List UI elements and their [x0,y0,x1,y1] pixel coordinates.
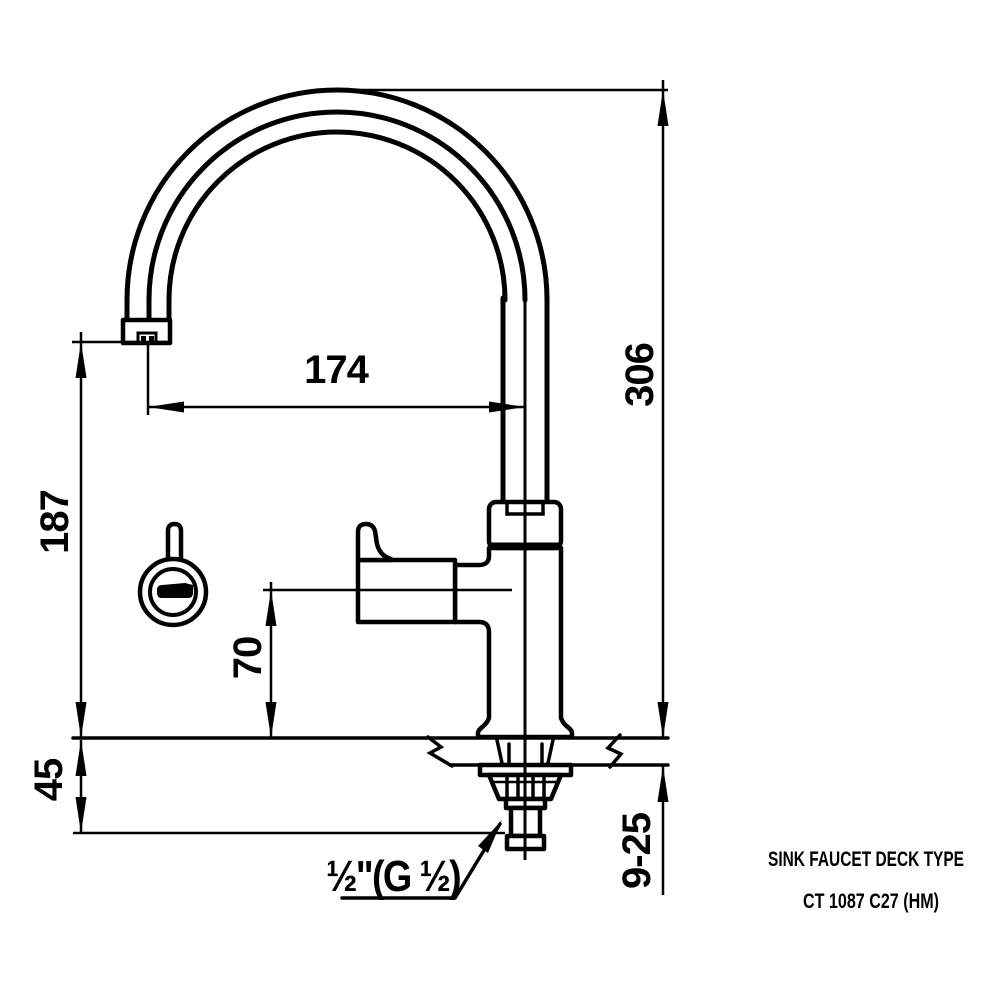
deck-break-right [605,733,624,769]
dim-187-arrow-bottom [75,702,87,738]
handle-lever [355,521,394,563]
dim-label-spout-tip-height: 187 [33,490,77,554]
spout-middle-arc [146,109,528,303]
dim-925-arrow [657,766,669,802]
spout-inner-arc [166,129,508,303]
dim-label-overall-height: 306 [618,343,662,407]
dim-label-deck-thickness: 9-25 [615,812,659,889]
faucet-body [452,545,575,740]
spout-outer-arc [124,87,550,303]
thread-size-label: ½"(G ½) [326,852,460,901]
thread-leader-arrow [478,820,502,853]
aerator-slot-left [141,336,146,341]
handle-top-view-stem [165,521,184,562]
deck-hole-taper [495,738,555,765]
dim-174-arrow-right [489,401,525,413]
dim-label-spout-reach: 174 [304,348,369,392]
dim-187-arrow-top [75,342,87,378]
deck-break-left [426,735,454,768]
dim-45-arrow-top [75,740,87,776]
dim-label-under-deck: 45 [27,758,71,801]
handle-top-view-slot [157,583,193,598]
dim-label-handle-height: 70 [226,637,270,680]
dim-70-arrow-bottom [265,702,277,738]
aerator-slot-right [149,336,154,341]
riser-pipe [500,295,550,506]
dim-70-arrow-top [265,590,277,626]
dim-174-arrow-left [148,401,184,413]
product-title: SINK FAUCET DECK TYPE [768,848,964,871]
nut-facets [505,775,546,800]
dim-306-arrow-top [657,90,669,126]
dim-306-arrow-bottom [657,702,669,738]
dim-45-arrow-bottom [75,797,87,833]
product-model: CT 1087 C27 (HM) [803,890,939,913]
